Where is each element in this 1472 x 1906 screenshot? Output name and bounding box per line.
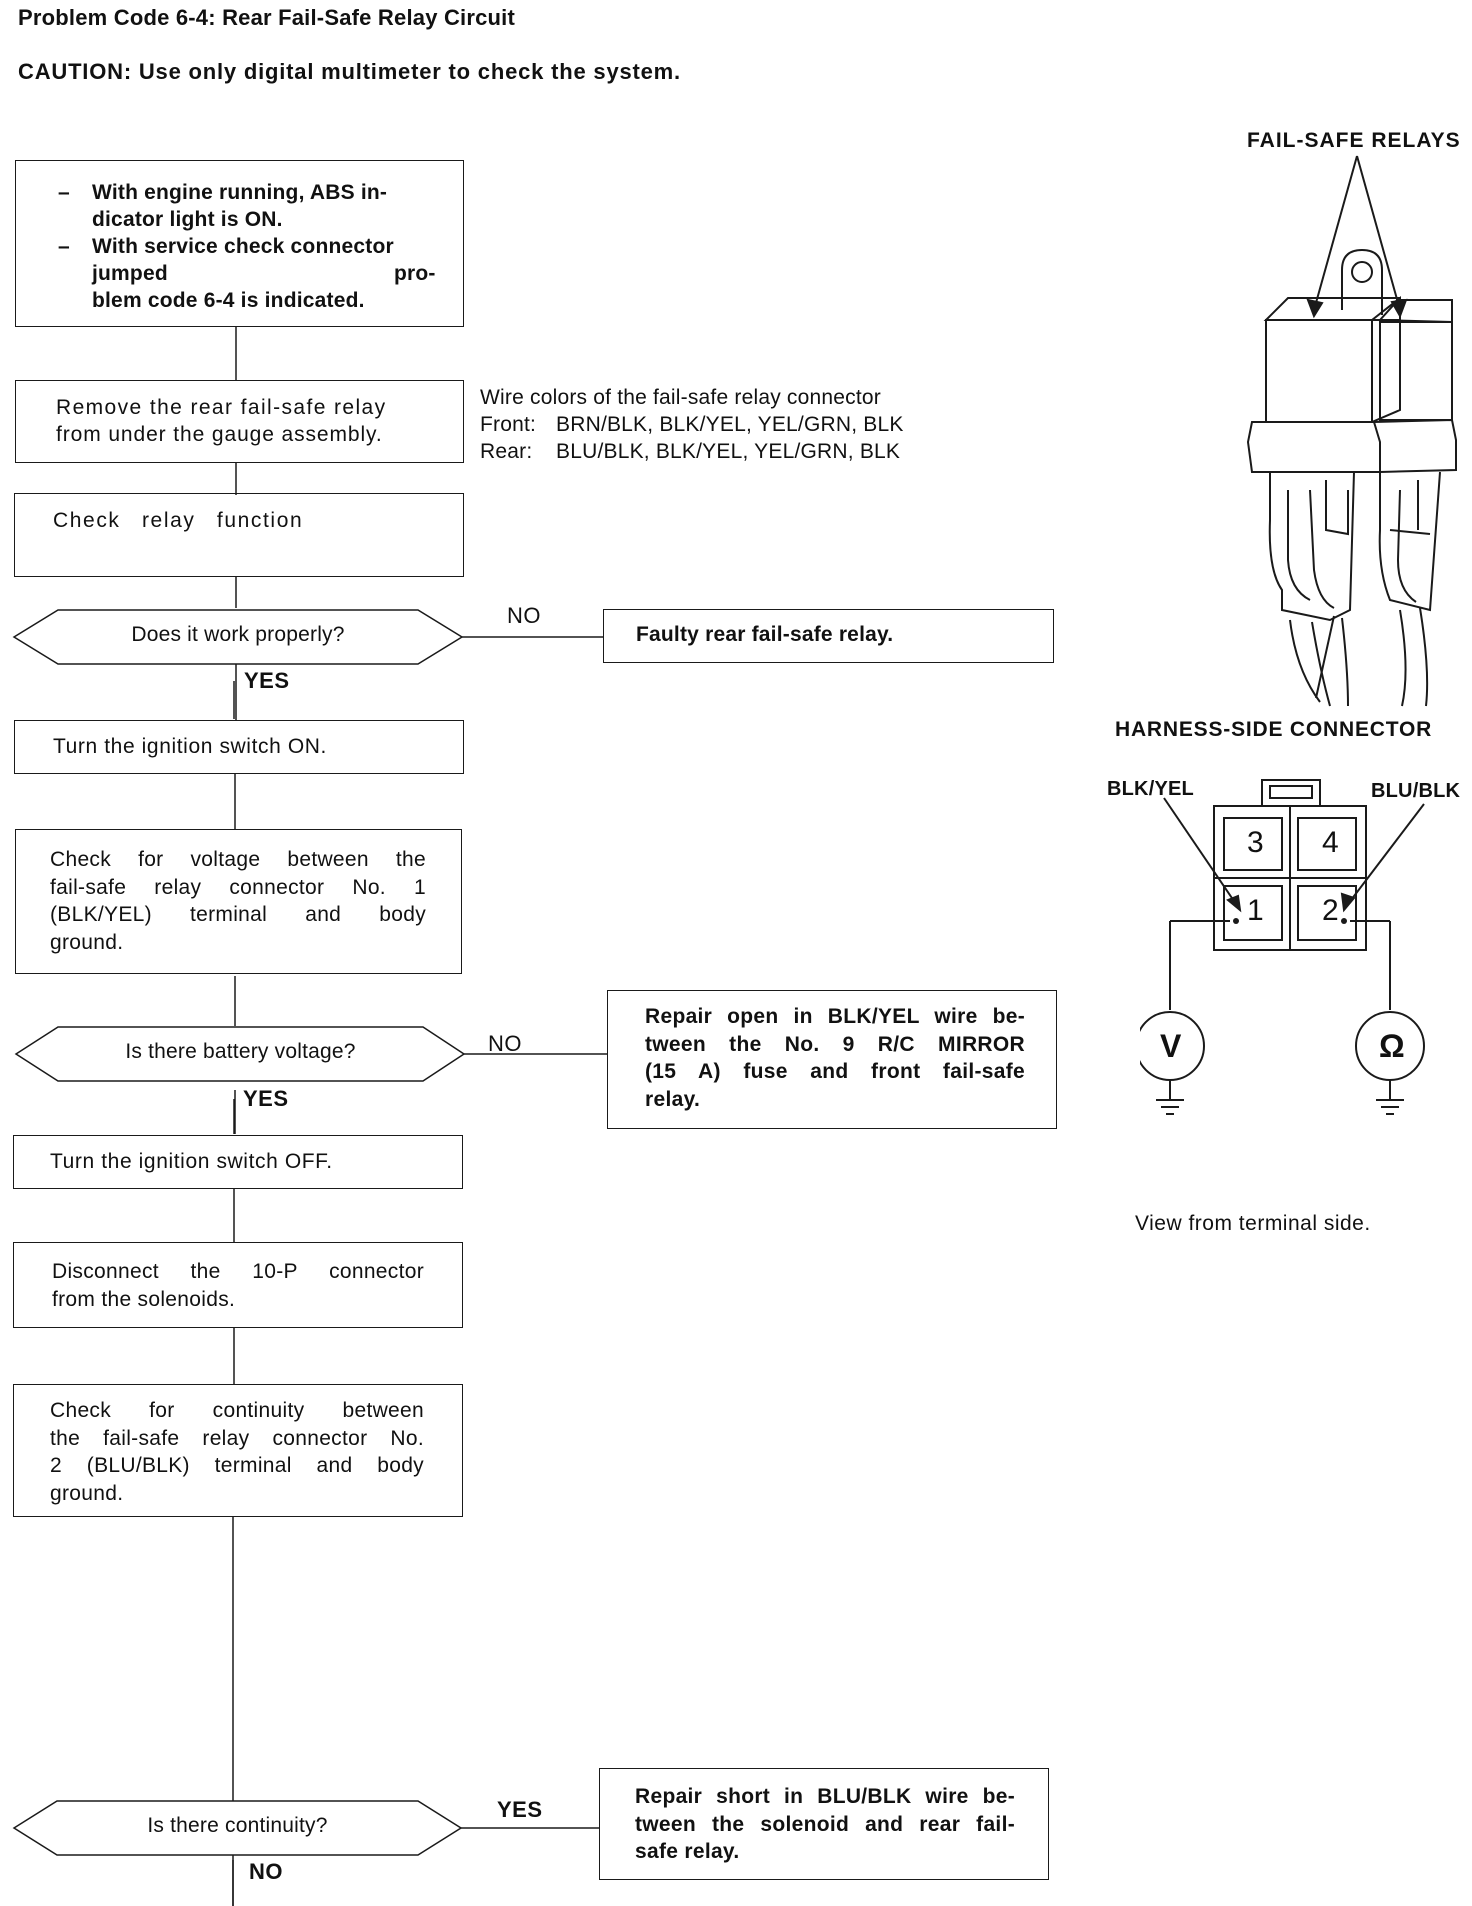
start-line-4a: jumped: [92, 262, 168, 285]
page-title: Problem Code 6-4: Rear Fail-Safe Relay C…: [18, 5, 516, 30]
decision-continuity: Is there continuity?: [147, 1814, 328, 1837]
start-conditions-box: – With engine running, ABS in- dicator l…: [15, 160, 464, 327]
ignition-on-box: Turn the ignition switch ON.: [14, 720, 464, 774]
harness-connector-label: HARNESS-SIDE CONNECTOR: [1115, 718, 1433, 741]
start-line-4b: pro-: [394, 262, 436, 285]
decision-battery-voltage: Is there battery voltage?: [125, 1040, 356, 1063]
wire-note-rear: BLU/BLK, BLK/YEL, YEL/GRN, BLK: [556, 440, 901, 463]
voltage-line-2: fail-safe relay connector No. 1: [50, 875, 426, 899]
disconnect-line-1: Disconnect the 10-P connector: [52, 1260, 424, 1283]
check-relay-text: Check relay function: [53, 509, 304, 532]
wire-note-front-label: Front:: [480, 413, 537, 436]
remove-line-1: Remove the rear fail-safe relay: [56, 396, 387, 419]
repair-open-line-4: relay.: [645, 1087, 701, 1111]
terminal-4: 4: [1322, 826, 1339, 859]
caution-note: CAUTION: Use only digital multimeter to …: [18, 59, 681, 84]
ignition-on-text: Turn the ignition switch ON.: [53, 735, 327, 758]
yes-label: YES: [497, 1797, 543, 1822]
terminal-2: 2: [1322, 894, 1339, 927]
view-note: View from terminal side.: [1135, 1212, 1371, 1235]
terminal-3: 3: [1247, 826, 1264, 859]
wire-note-front: BRN/BLK, BLK/YEL, YEL/GRN, BLK: [556, 413, 904, 436]
continuity-line-3: 2 (BLU/BLK) terminal and body: [50, 1454, 424, 1477]
repair-short-line-2: tween the solenoid and rear fail-: [635, 1812, 1015, 1836]
blu-blk-label: BLU/BLK: [1371, 780, 1461, 802]
start-line-5: blem code 6-4 is indicated.: [92, 289, 365, 312]
harness-connector-diagram: [1140, 779, 1425, 1115]
no-label: NO: [249, 1859, 283, 1884]
dash-marker: –: [58, 181, 70, 204]
remove-relay-box: Remove the rear fail-safe relay from und…: [15, 380, 464, 463]
remove-line-2: from under the gauge assembly.: [56, 423, 383, 446]
check-relay-box: Check relay function: [14, 493, 464, 577]
fail-safe-relays-label: FAIL-SAFE RELAYS: [1247, 129, 1461, 152]
ignition-off-text: Turn the ignition switch OFF.: [50, 1150, 333, 1173]
wire-note-rear-label: Rear:: [480, 440, 533, 463]
start-line-1: With engine running, ABS in-: [92, 181, 388, 204]
continuity-line-4: ground.: [50, 1481, 124, 1505]
dash-marker: –: [58, 235, 70, 258]
continuity-line-2: the fail-safe relay connector No.: [50, 1426, 424, 1450]
decision-shapes: [12, 609, 466, 1856]
no-label: NO: [488, 1031, 522, 1056]
no-label: NO: [507, 603, 541, 628]
voltmeter-icon: V: [1160, 1028, 1182, 1064]
voltage-check-box: Check for voltage between the fail-safe …: [15, 829, 462, 974]
voltage-line-3: (BLK/YEL) terminal and body: [50, 903, 426, 926]
disconnect-line-2: from the solenoids.: [52, 1287, 236, 1311]
fail-safe-relays-illustration: [1246, 155, 1457, 707]
ignition-off-box: Turn the ignition switch OFF.: [13, 1135, 463, 1189]
repair-open-line-1: Repair open in BLK/YEL wire be-: [645, 1005, 1025, 1028]
continuity-check-box: Check for continuity between the fail-sa…: [13, 1384, 463, 1517]
repair-short-line-3: safe relay.: [635, 1840, 740, 1863]
blk-yel-label: BLK/YEL: [1107, 778, 1194, 800]
decision-works-properly: Does it work properly?: [131, 623, 345, 646]
start-line-2: dicator light is ON.: [92, 208, 283, 231]
voltage-line-1: Check for voltage between the: [50, 848, 426, 871]
repair-short-line-1: Repair short in BLU/BLK wire be-: [635, 1785, 1015, 1808]
faulty-relay-box: Faulty rear fail-safe relay.: [603, 609, 1054, 663]
yes-label: YES: [243, 1086, 289, 1111]
repair-open-line-3: (15 A) fuse and front fail-safe: [645, 1060, 1025, 1083]
disconnect-box: Disconnect the 10-P connector from the s…: [13, 1242, 463, 1328]
start-line-3: With service check connector: [92, 235, 394, 258]
yes-label: YES: [244, 668, 290, 693]
repair-open-box: Repair open in BLK/YEL wire be- tween th…: [607, 990, 1057, 1129]
voltage-line-4: ground.: [50, 930, 124, 954]
faulty-relay-text: Faulty rear fail-safe relay.: [636, 623, 894, 646]
repair-open-line-2: tween the No. 9 R/C MIRROR: [645, 1032, 1025, 1056]
wire-note-heading: Wire colors of the fail-safe relay conne…: [480, 386, 881, 409]
continuity-line-1: Check for continuity between: [50, 1399, 424, 1422]
ohmmeter-icon: Ω: [1379, 1028, 1405, 1064]
terminal-1: 1: [1247, 894, 1264, 927]
repair-short-box: Repair short in BLU/BLK wire be- tween t…: [599, 1768, 1049, 1880]
